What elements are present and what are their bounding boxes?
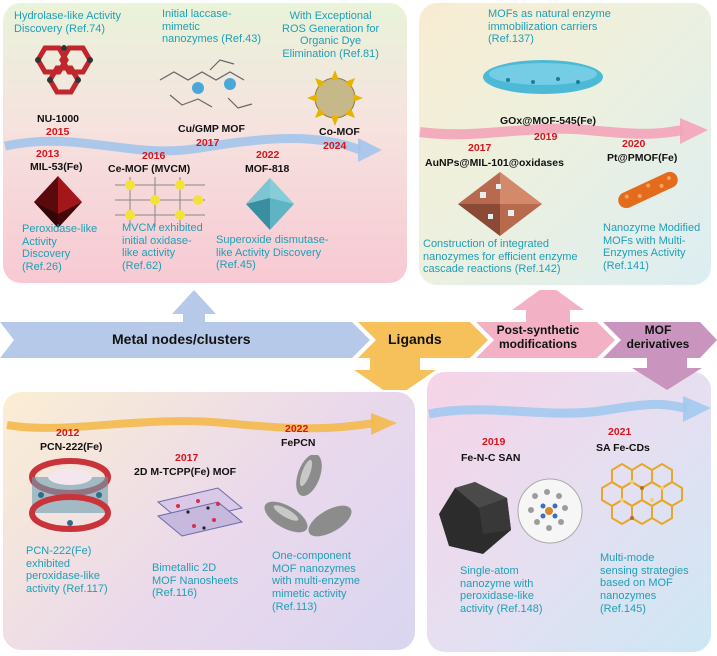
hydrolase-caption: Hydrolase-like Activity Discovery (Ref.7… [14,10,121,35]
pcn222-caption: PCN-222(Fe) exhibited peroxidase-like ac… [26,545,108,595]
pcn222-label: PCN-222(Fe) [40,441,103,453]
year-2012: 2012 [56,427,80,439]
mil53-octahedron-image [34,176,82,228]
mtcpp-label: 2D M-TCPP(Fe) MOF [134,466,237,478]
gox-mof-image [483,60,603,94]
year-2024: 2024 [323,140,347,152]
year-2015: 2015 [46,126,70,138]
comof-particle-image [307,70,363,126]
mof818-label: MOF-818 [245,163,290,175]
single-atom-caption: Single-atom nanozyme with peroxidase-lik… [460,565,543,615]
ptpmof-rod-image [618,171,678,209]
year-2020: 2020 [622,138,646,150]
safecds-honeycomb-image [601,462,683,526]
timeline-arrow-bottom-left [6,413,397,435]
year-2019-top: 2019 [534,131,558,143]
ros-caption: With Exceptional ROS Generation for Orga… [282,10,380,60]
year-2017-bottom: 2017 [175,452,199,464]
up-arrow-metal [172,290,216,322]
ptpmof-label: Pt@PMOF(Fe) [607,152,678,164]
year-2021: 2021 [608,426,632,438]
cemof-structure-image [115,177,205,227]
multimode-caption: Multi-mode sensing strategies based on M… [600,552,689,615]
band-label-post-synthetic: Post-synthetic modifications [496,323,580,352]
mil53-label: MIL-53(Fe) [30,161,83,173]
year-2013: 2013 [36,148,60,160]
band-metal-nodes [0,322,370,358]
peroxidase-caption: Peroxidase-like Activity Discovery (Ref.… [22,223,98,273]
fepcn-label: FePCN [281,437,316,449]
mtcpp-nanosheet-image [156,487,244,537]
nu1000-structure-image [35,45,93,95]
band-label-ligands: Ligands [388,331,442,347]
multi-enzyme-caption: Nanozyme Modified MOFs with Multi- Enzym… [603,222,701,272]
cugmp-structure-image [159,59,253,109]
band-ligands [358,322,488,358]
timeline-arrow-top-right [419,118,708,144]
fenc-zoom-image [517,478,583,544]
year-2022-bottom: 2022 [285,423,309,435]
aunps-mil101-image [458,172,542,236]
fenc-polyhedron-image [439,482,511,554]
band-label-metal-nodes: Metal nodes/clusters [112,331,251,347]
carriers-caption: MOFs as natural enzyme immobilization ca… [488,8,611,46]
mvcm-caption: MVCM exhibited initial oxidase- like act… [122,222,203,272]
panel-post-synthetic-top [419,3,711,285]
aunps-label: AuNPs@MIL-101@oxidases [425,157,564,169]
band-arrows [0,290,717,390]
up-arrow-post-synthetic [512,290,584,322]
cascade-caption: Construction of integrated nanozymes for… [423,238,578,276]
timeline-arrow-top-left [4,134,382,162]
mof818-octahedron-image [246,178,294,230]
timeline-arrow-bottom-right [428,396,711,422]
gox-label: GOx@MOF-545(Fe) [500,115,597,127]
band-label-mof-derivatives: MOF derivatives [626,323,690,352]
fenc-label: Fe-N-C SAN [461,452,521,464]
down-arrow-ligands [354,358,436,390]
bimetal-caption: Bimetallic 2D MOF Nanosheets (Ref.116) [152,562,239,600]
nu1000-label: NU-1000 [37,113,80,125]
cugmp-label: Cu/GMP MOF [178,123,245,135]
band-mof-derivatives [603,322,717,358]
superoxide-caption: Superoxide dismutase- like Activity Disc… [216,234,329,272]
down-arrow-derivatives [632,358,702,390]
safecds-label: SA Fe-CDs [596,442,650,454]
band-post-synthetic [476,322,615,358]
year-2016: 2016 [142,150,166,162]
year-2017-top: 2017 [196,137,220,149]
pcn222-structure-image [29,458,111,532]
year-2019-bottom: 2019 [482,436,506,448]
fepcn-structure-image [264,455,352,537]
year-2022-top: 2022 [256,149,280,161]
laccase-caption: Initial laccase- mimetic nanozymes (Ref.… [162,8,262,46]
year-2017-right: 2017 [468,142,492,154]
cemof-label: Ce-MOF (MVCM) [108,163,191,175]
comof-label: Co-MOF [319,126,360,138]
onecomp-caption: One-component MOF nanozymes with multi-e… [272,550,361,613]
